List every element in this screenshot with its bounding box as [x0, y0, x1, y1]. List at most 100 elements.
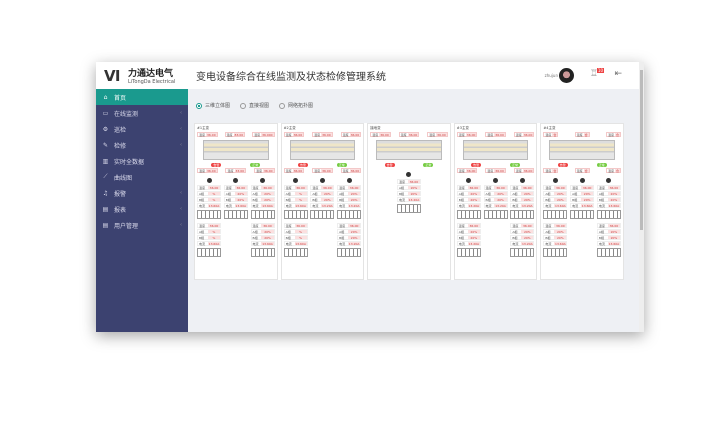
sidebar-item[interactable]: ⚙巡检‹ [96, 121, 188, 137]
notification-icon[interactable]: ♖ [589, 69, 598, 79]
status-row: 告警正常 [543, 163, 621, 167]
radio-icon[interactable] [279, 102, 286, 109]
chevron-left-icon: ‹ [180, 110, 182, 116]
feeder-label: 温度 [598, 186, 605, 190]
view-radio[interactable]: 直接视图 [240, 102, 269, 109]
breaker-icon [319, 178, 325, 183]
sidebar-item[interactable]: ⟋曲线图 [96, 169, 188, 185]
avatar[interactable] [559, 68, 574, 83]
scrollbar[interactable] [639, 62, 644, 332]
panel-title: #4主变 [543, 126, 556, 130]
feeder-label: B相 [252, 236, 258, 240]
feeder-label: 温度 [545, 224, 552, 228]
busbar-diagram [289, 140, 356, 160]
feeder-label: 温度 [252, 224, 259, 228]
header: 变电设备综合在线监测及状态检修管理系统 zhujun ♖ 10 ⇤ [188, 62, 644, 89]
feeder-label: B相 [199, 236, 205, 240]
breaker-icon [606, 178, 612, 183]
sidebar-item[interactable]: ▭在线监测‹ [96, 105, 188, 121]
feeder-reading: 20% [234, 198, 247, 202]
reading-value: 合 [583, 133, 589, 137]
feeder-label: 电流 [598, 204, 605, 208]
scrollbar-thumb[interactable] [640, 70, 643, 230]
view-radio[interactable]: 三维立体图 [196, 102, 230, 109]
sidebar-item[interactable]: ▤用户管理‹ [96, 217, 188, 233]
breaker-icon [293, 178, 299, 183]
status-row: 告警正常 [197, 163, 275, 167]
sidebar-item[interactable]: ♫报警‹ [96, 185, 188, 201]
feeder-label: B相 [285, 236, 291, 240]
sidebar-item[interactable]: ✎检修‹ [96, 137, 188, 153]
feeder-label: 温度 [398, 180, 405, 184]
feeder-label: A相 [458, 230, 464, 234]
reading-value: 合 [552, 169, 558, 173]
sidebar-item[interactable]: ⌂ 首页 [96, 89, 188, 105]
switchgear-icon [250, 210, 275, 219]
feeder-label: B相 [458, 198, 464, 202]
username[interactable]: zhujun [544, 73, 558, 78]
feeder-reading: % [294, 192, 307, 196]
reading-label: 温度 [607, 133, 614, 137]
reading-value: 36.00 [379, 133, 390, 137]
feeder-reading: 13.60A [554, 204, 567, 208]
reading-label: 温度 [576, 169, 583, 173]
feeder-reading: 36.00 [521, 186, 534, 190]
feeder-label: 电流 [285, 204, 292, 208]
sidebar-item-label: 首页 [114, 94, 127, 102]
sidebar-item[interactable]: ▤报表‹ [96, 201, 188, 217]
feeder-label: 电流 [339, 204, 346, 208]
transformer-icon [197, 248, 222, 257]
sidebar-item[interactable]: ▥实时全数据 [96, 153, 188, 169]
feeder-reading: 13.20A [407, 198, 420, 202]
breaker-icon [579, 178, 585, 183]
feeder-reading: 20% [348, 198, 361, 202]
busbar-diagram [376, 140, 442, 160]
reading-value: 36.00 [436, 133, 447, 137]
feeder-label: A相 [339, 192, 345, 196]
switchgear-icon [197, 210, 222, 219]
transformer-icon [543, 248, 568, 257]
logout-icon[interactable]: ⇤ [614, 69, 622, 79]
reading-value: 36.00 [494, 169, 505, 173]
feeder-label: 温度 [339, 224, 346, 228]
logo-mark-icon: Ⅵ [104, 66, 121, 85]
reading-label: 温度 [314, 169, 321, 173]
busbar-diagram [203, 140, 269, 160]
reading-label: 温度 [545, 133, 552, 137]
view-radio[interactable]: 网络拓扑图 [279, 102, 313, 109]
radio-icon[interactable] [196, 102, 202, 109]
radio-icon[interactable] [240, 102, 247, 109]
top-readings: 温度合温度合温度合 [543, 132, 621, 137]
chevron-left-icon: ‹ [180, 222, 182, 228]
sidebar-item-label: 巡检 [114, 126, 127, 134]
reading-label: 温度 [487, 169, 494, 173]
feeder-value: A相% [283, 229, 308, 234]
view-radio-label: 三维立体图 [205, 103, 231, 109]
feeder-label: A相 [545, 230, 551, 234]
reading-label: 温度 [576, 133, 583, 137]
busbar-diagram [549, 140, 615, 160]
menu-icon: ⌂ [103, 93, 108, 101]
feeder-reading: 13.20A [348, 242, 361, 246]
